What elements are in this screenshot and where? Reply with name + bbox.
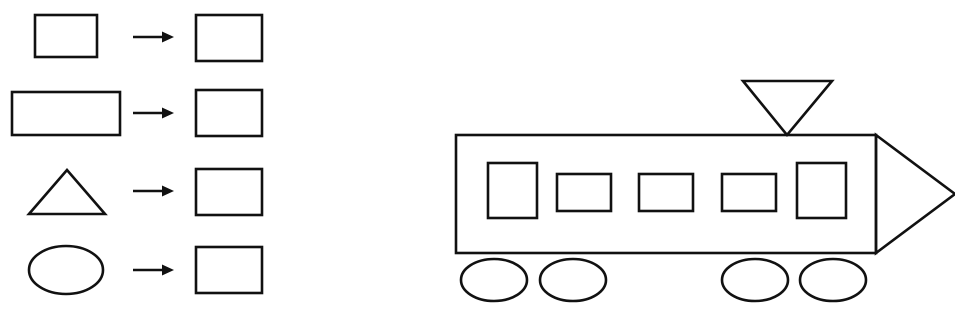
answer-box-small-rectangle[interactable] (194, 13, 264, 63)
triangle-shape (26, 168, 108, 216)
train-body-rectangle (454, 133, 878, 255)
train-window-small-1 (555, 172, 613, 213)
legend-row-oval (27, 244, 264, 296)
train-window-tall-left (486, 161, 539, 220)
right-arrow-icon (133, 264, 174, 276)
small-rectangle-shape (33, 13, 99, 59)
shape-train (454, 79, 955, 303)
train-wheel-3 (720, 257, 790, 303)
train-window-tall-right (795, 161, 848, 220)
train-wheel-1 (459, 257, 529, 303)
train-wheel-4 (798, 257, 868, 303)
answer-box-wide-rectangle[interactable] (194, 88, 264, 138)
legend-row-wide-rectangle (10, 88, 264, 138)
right-arrow-icon (133, 185, 174, 197)
train-window-small-2 (637, 172, 695, 213)
answer-box-oval[interactable] (194, 245, 264, 295)
legend-row-small-rectangle (33, 13, 264, 63)
oval-shape (27, 244, 105, 296)
train-window-small-3 (720, 172, 778, 213)
train-top-triangle (740, 79, 835, 138)
train-front-triangle (874, 132, 955, 256)
right-arrow-icon (133, 107, 174, 119)
legend-row-triangle (26, 167, 264, 217)
right-arrow-icon (133, 31, 174, 43)
train-wheel-2 (538, 257, 608, 303)
shape-legend (10, 13, 264, 296)
answer-box-triangle[interactable] (194, 167, 264, 217)
wide-rectangle-shape (10, 90, 122, 137)
